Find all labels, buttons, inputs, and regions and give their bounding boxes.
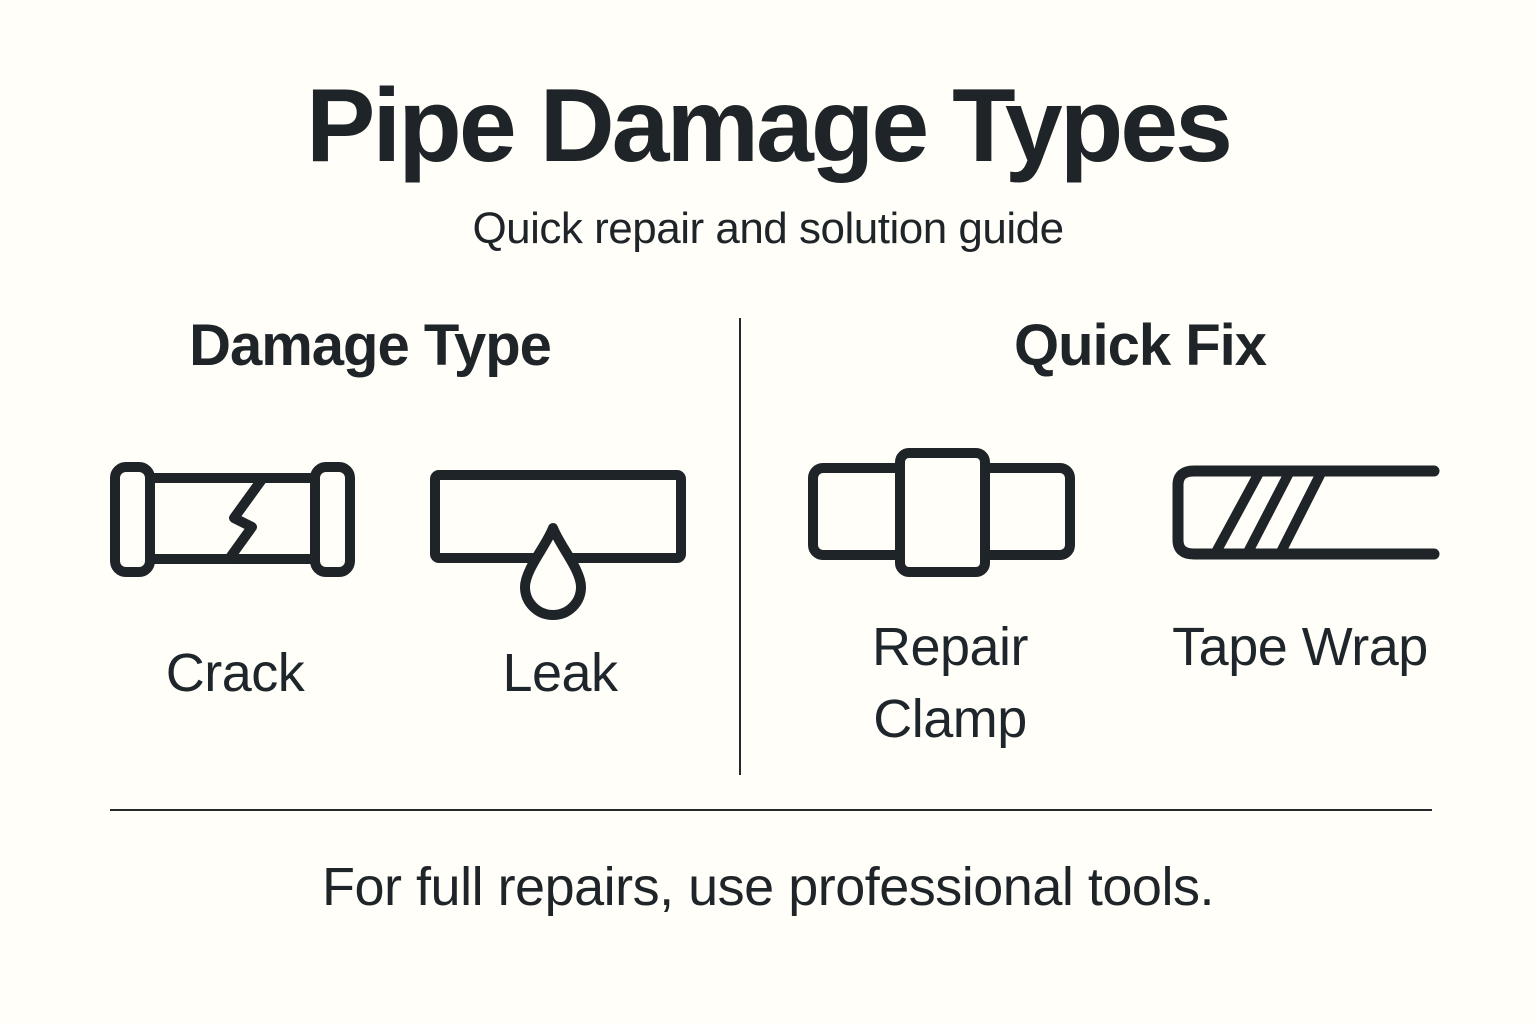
footer-note: For full repairs, use professional tools… [322, 857, 1214, 917]
tape-wrap-label: Tape Wrap [1172, 617, 1428, 677]
page-subtitle: Quick repair and solution guide [472, 204, 1064, 253]
crack-label: Crack [165, 643, 305, 703]
repair-clamp-icon [808, 448, 1075, 578]
tape-wrap-icon [1172, 465, 1440, 560]
leaking-pipe-icon [430, 470, 686, 622]
page-title: Pipe Damage Types [306, 68, 1233, 184]
footer-divider-line [110, 809, 1432, 811]
leak-label: Leak [502, 643, 618, 703]
repair-clamp-label: Repair Clamp [871, 617, 1029, 749]
quick-fix-column-header: Quick Fix [1013, 313, 1267, 378]
damage-type-column-header: Damage Type [189, 313, 552, 378]
column-divider-line [739, 318, 741, 775]
cracked-pipe-icon [110, 462, 355, 577]
